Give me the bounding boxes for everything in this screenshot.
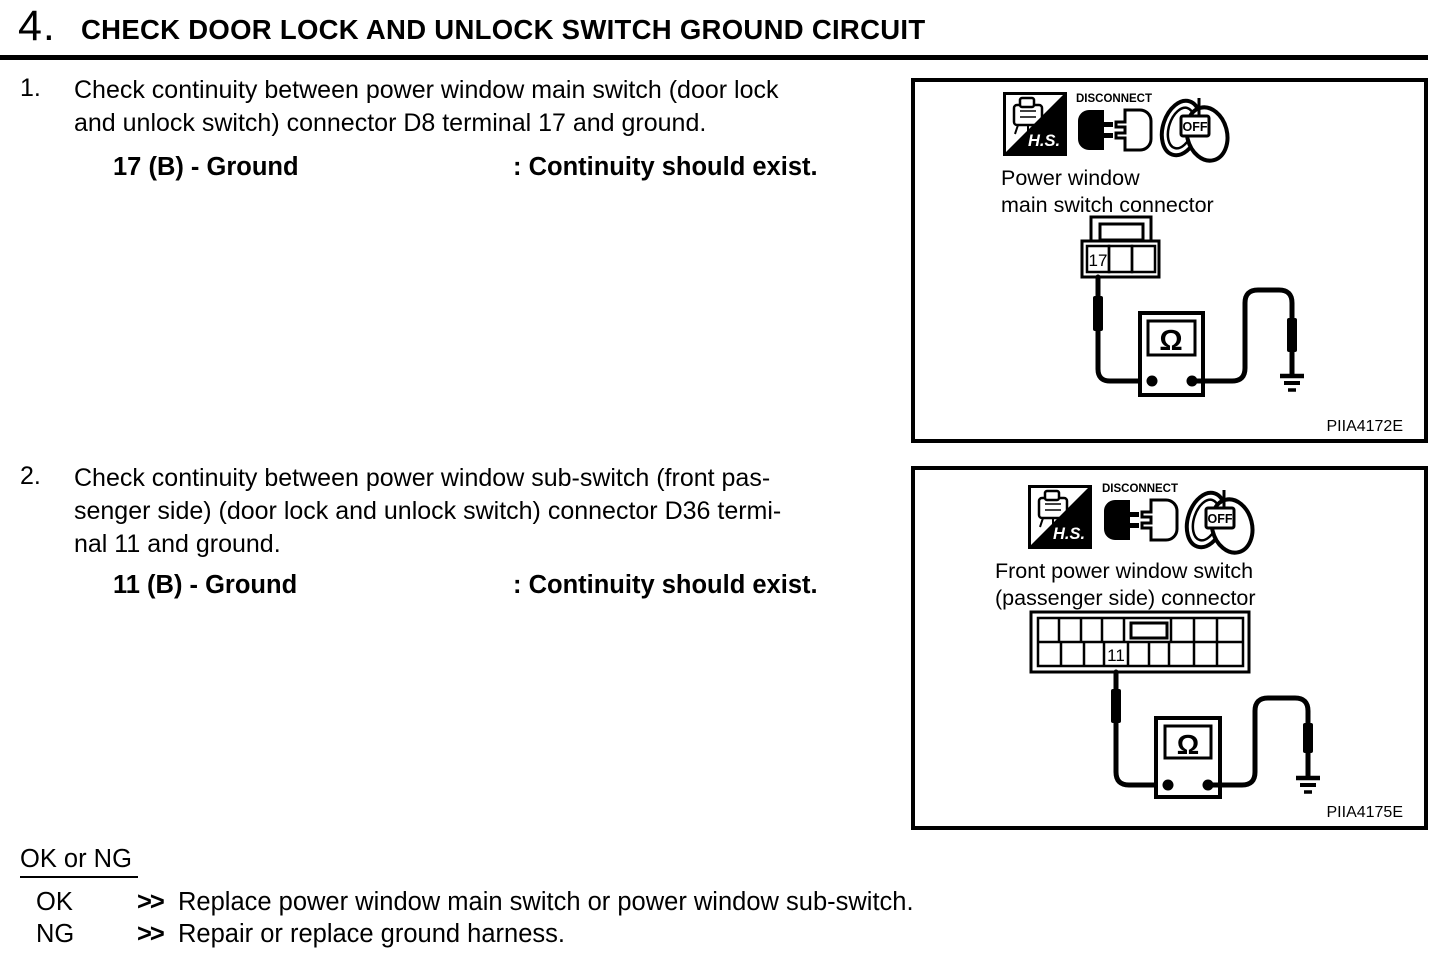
spec-terminals: 17 (B) - Ground bbox=[113, 153, 299, 181]
title-rule bbox=[0, 55, 1428, 60]
section-number: 4. bbox=[18, 2, 56, 50]
disconnect-icon: DISCONNECT bbox=[1076, 93, 1153, 152]
connector-diagram: 11 bbox=[1029, 610, 1251, 674]
svg-text:OFF: OFF bbox=[1208, 512, 1233, 526]
step-1-spec: 17 (B) - Ground : Continuity should exis… bbox=[113, 153, 818, 182]
result-label: NG bbox=[36, 920, 75, 948]
svg-text:DISCONNECT: DISCONNECT bbox=[1102, 483, 1178, 495]
result-arrow-icon: >> bbox=[137, 920, 165, 948]
ohm-symbol: Ω bbox=[1159, 325, 1182, 357]
test-lead-right bbox=[1189, 287, 1304, 392]
result-action: Repair or replace ground harness. bbox=[178, 920, 565, 948]
step-1-line-1: Check continuity between power window ma… bbox=[74, 76, 779, 104]
ignition-off-icon: OFF bbox=[1159, 98, 1230, 163]
result-label: OK bbox=[36, 888, 73, 916]
svg-text:OFF: OFF bbox=[1183, 120, 1208, 134]
page-title: CHECK DOOR LOCK AND UNLOCK SWITCH GROUND… bbox=[81, 14, 926, 45]
figure-2-border bbox=[911, 466, 1428, 830]
disconnect-icon: DISCONNECT bbox=[1102, 483, 1179, 542]
ohmmeter: Ω bbox=[1138, 311, 1205, 397]
figure-2-caption-line-2: (passenger side) connector bbox=[995, 586, 1256, 610]
step-2-number: 2. bbox=[20, 462, 41, 490]
terminal-number: 11 bbox=[1107, 646, 1125, 665]
step-1-number: 1. bbox=[20, 74, 41, 102]
figure-code: PIIA4172E bbox=[1327, 418, 1404, 435]
spec-condition: : Continuity should exist. bbox=[513, 571, 818, 599]
step-1-line-2: and unlock switch) connector D8 terminal… bbox=[74, 109, 707, 137]
figure-2-caption-line-1: Front power window switch bbox=[995, 559, 1253, 583]
figure-2: H.S. DISCONNECT OFF Front power wi bbox=[911, 466, 1428, 830]
step-2-spec: 11 (B) - Ground : Continuity should exis… bbox=[113, 571, 818, 600]
step-2-line-3: nal 11 and ground. bbox=[74, 530, 281, 558]
step-2-line-2: senger side) (door lock and unlock switc… bbox=[74, 497, 782, 525]
figure-1-border bbox=[911, 78, 1428, 443]
svg-text:DISCONNECT: DISCONNECT bbox=[1076, 93, 1152, 105]
ohmmeter-display bbox=[1163, 724, 1213, 760]
ground-symbol bbox=[1280, 373, 1304, 392]
svg-text:H.S.: H.S. bbox=[1053, 525, 1085, 543]
figure-code: PIIA4175E bbox=[1327, 804, 1404, 821]
test-lead-left bbox=[1111, 669, 1162, 788]
terminal-number: 17 bbox=[1089, 251, 1108, 270]
connector-diagram: 17 bbox=[1080, 215, 1161, 279]
step-2-line-1: Check continuity between power window su… bbox=[74, 464, 771, 492]
test-probe bbox=[1303, 723, 1313, 753]
ohm-symbol: Ω bbox=[1177, 729, 1199, 760]
ohmmeter-display bbox=[1146, 319, 1197, 357]
ground-symbol bbox=[1296, 775, 1320, 794]
spec-terminals: 11 (B) - Ground bbox=[113, 571, 298, 599]
connector-latch bbox=[1098, 222, 1145, 242]
hs-tool-icon: H.S. bbox=[1028, 485, 1092, 549]
spec-condition: : Continuity should exist. bbox=[513, 153, 818, 181]
test-probe bbox=[1111, 689, 1121, 723]
result-action: Replace power window main switch or powe… bbox=[178, 888, 914, 916]
mini-connector-glyph bbox=[1037, 489, 1069, 528]
step-2-text: Check continuity between power window su… bbox=[74, 462, 910, 561]
svg-text:H.S.: H.S. bbox=[1028, 132, 1060, 150]
figure-1-caption-line-1: Power window bbox=[1001, 166, 1140, 190]
step-1-text: Check continuity between power window ma… bbox=[74, 74, 910, 140]
figure-1-caption-line-2: main switch connector bbox=[1001, 193, 1214, 217]
result-heading: OK or NG bbox=[20, 845, 138, 878]
mini-connector-glyph bbox=[1012, 96, 1044, 135]
test-probe bbox=[1287, 318, 1297, 352]
test-lead-right bbox=[1205, 695, 1320, 794]
test-probe bbox=[1093, 296, 1103, 331]
result-arrow-icon: >> bbox=[137, 888, 165, 916]
figure-1: H.S. DISCONNECT OFF Power window bbox=[911, 78, 1428, 443]
test-lead-left bbox=[1093, 274, 1147, 384]
ignition-off-icon: OFF bbox=[1184, 490, 1255, 555]
hs-tool-icon: H.S. bbox=[1003, 92, 1067, 156]
connector-latch bbox=[1129, 621, 1169, 640]
